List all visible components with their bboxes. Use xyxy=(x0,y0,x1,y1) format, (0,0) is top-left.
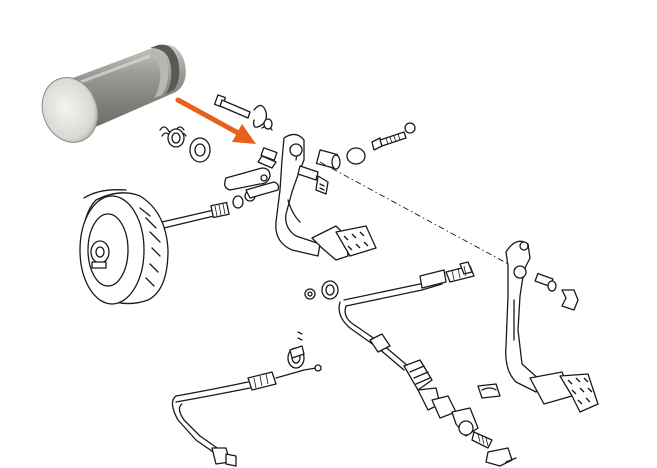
pedal-shaft-bushing xyxy=(315,149,341,170)
washer-nut-pair xyxy=(304,280,339,300)
spring-and-bushing xyxy=(159,126,211,163)
pivot-bolt xyxy=(213,94,251,119)
clevis xyxy=(224,167,280,199)
orange-arrow-icon xyxy=(175,97,256,144)
adjusting-bolt xyxy=(371,122,416,151)
throttle-cable xyxy=(171,364,322,467)
brake-booster xyxy=(79,189,256,305)
return-spring xyxy=(252,104,273,131)
brake-pedal xyxy=(275,133,349,261)
clutch-pedal-small-parts xyxy=(477,272,579,399)
clutch-pedal xyxy=(505,240,599,413)
clutch-cable xyxy=(338,261,517,467)
brake-pedal-pad xyxy=(335,225,377,257)
clevis-pin xyxy=(257,147,278,169)
shaft-cap xyxy=(346,147,366,165)
pivot-pin-photo xyxy=(41,44,186,143)
cable-fittings xyxy=(287,331,305,369)
alignment-centerline xyxy=(319,161,513,267)
